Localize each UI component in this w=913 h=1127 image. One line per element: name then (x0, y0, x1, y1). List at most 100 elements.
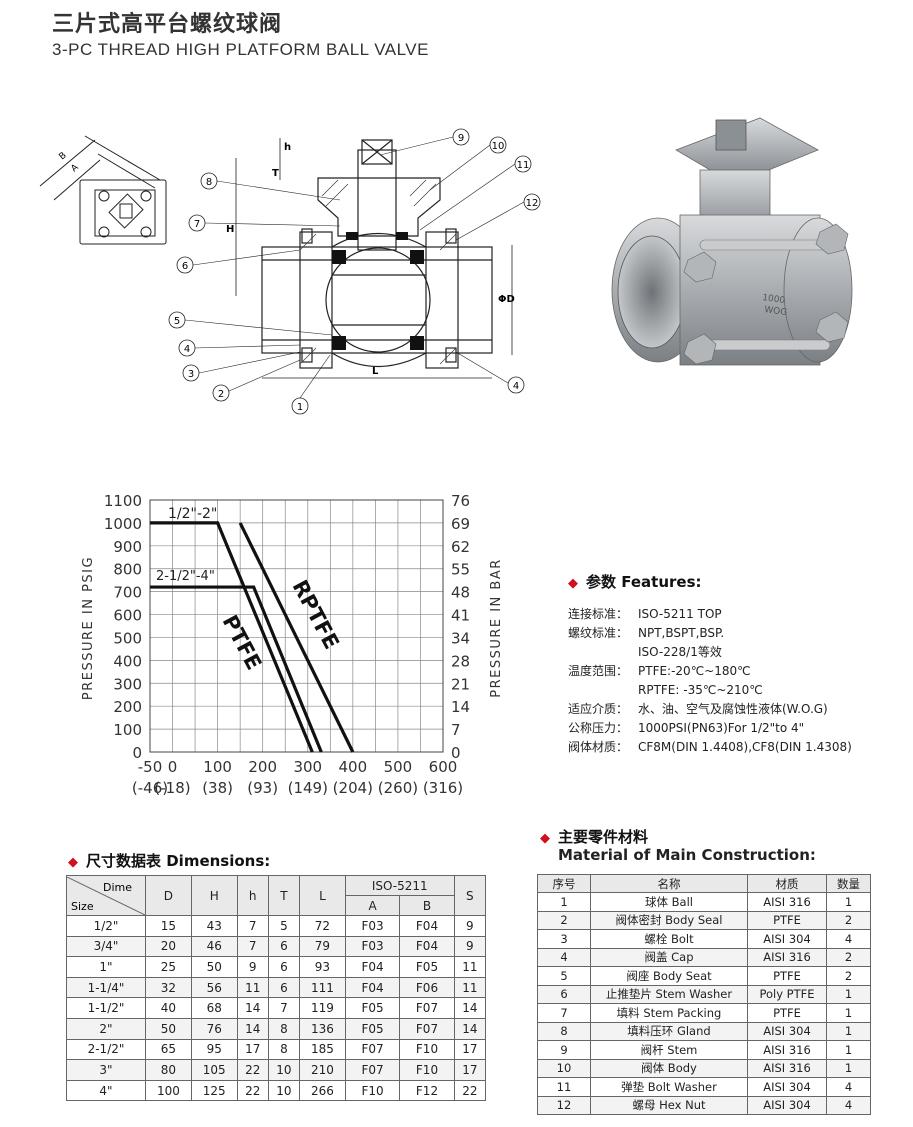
dim-label-h-upper: H (226, 224, 234, 235)
col-header-no: 序号 (537, 874, 591, 893)
chart-tick-f: 0 (168, 758, 178, 776)
chart-ylabel-left: PRESSURE IN PSIG (81, 556, 96, 700)
feature-key: 适应介质： (568, 702, 629, 716)
table-cell: F05 (399, 956, 455, 978)
callout-9: 9 (458, 133, 464, 144)
table-cell: AISI 304 (747, 929, 827, 949)
table-cell: 76 (190, 1017, 238, 1040)
table-cell: 11 (236, 976, 269, 999)
chart-tick-c: (-18) (154, 779, 190, 797)
chart-tick-psig: 500 (113, 629, 142, 647)
feature-value: 1000PSI(PN63)For 1/2"to 4" (638, 721, 805, 735)
corner-top-label: Dime (103, 881, 132, 894)
table-cell: 1/2" (66, 915, 146, 937)
chart-tick-bar: 28 (451, 652, 470, 670)
table-cell: 43 (190, 915, 238, 937)
chart-tick-bar: 0 (451, 744, 461, 762)
valve-photo: 1000 WOG (611, 117, 853, 366)
table-cell: AISI 316 (747, 892, 827, 912)
table-cell: 25 (145, 956, 192, 978)
table-cell: F10 (344, 1079, 401, 1102)
chart-tick-psig: 300 (113, 675, 142, 693)
table-cell: 17 (453, 1059, 487, 1081)
table-cell: 7 (537, 1003, 591, 1023)
feature-row: 适应介质：水、油、空气及腐蚀性液体(W.O.G) (568, 700, 898, 719)
table-cell: 40 (145, 997, 192, 1019)
callout-11: 11 (517, 160, 530, 171)
chart-tick-bar: 21 (451, 675, 470, 693)
feature-row: 公称压力：1000PSI(PN63)For 1/2"to 4" (568, 719, 898, 738)
chart-frame (149, 499, 444, 753)
photo-marking-1000: 1000 (762, 293, 786, 306)
table-cell: 3 (537, 929, 591, 949)
callout-12: 12 (526, 198, 539, 209)
table-cell: 阀体密封 Body Seal (590, 910, 748, 930)
table-cell: 12 (537, 1095, 591, 1115)
feature-key (568, 681, 638, 700)
table-cell: F10 (399, 1038, 455, 1061)
table-cell: 50 (190, 956, 238, 978)
table-cell: 阀杆 Stem (590, 1040, 748, 1060)
table-cell: 15 (145, 915, 192, 937)
table-cell: 4 (537, 947, 591, 967)
table-cell: 填料压环 Gland (590, 1021, 748, 1041)
table-cell: 20 (145, 935, 192, 958)
features-heading: ◆参数 Features: (568, 573, 702, 591)
table-cell: F04 (399, 935, 455, 958)
table-cell: 22 (236, 1079, 269, 1102)
table-cell: 5 (537, 966, 591, 986)
table-cell: 6 (267, 956, 301, 978)
table-cell: 50 (145, 1017, 192, 1040)
table-cell: AISI 304 (747, 1021, 827, 1041)
table-cell: 65 (145, 1038, 192, 1061)
table-cell: 弹垫 Bolt Washer (590, 1077, 748, 1097)
dim-label-phid: ΦD (498, 294, 515, 305)
chart-series-line-ptfe (150, 585, 323, 753)
table-cell: 8 (267, 1017, 301, 1040)
chart-tick-c: (316) (423, 779, 463, 797)
chart-tick-c: (93) (247, 779, 278, 797)
col-header-qty: 数量 (826, 874, 871, 893)
table-cell: 111 (299, 976, 346, 999)
table-cell: 阀盖 Cap (590, 947, 748, 967)
table-cell: 螺母 Hex Nut (590, 1095, 748, 1115)
table-cell: 7 (267, 997, 301, 1019)
table-cell: 1 (826, 1040, 871, 1060)
table-cell: 2 (537, 910, 591, 930)
chart-tick-psig: 700 (113, 584, 142, 602)
section-hatching (299, 179, 457, 365)
table-cell: 螺栓 Bolt (590, 929, 748, 949)
chart-tick-f: -50 (138, 758, 163, 776)
photo-marking-wog: WOG (764, 305, 788, 318)
dim-label-l: L (372, 366, 379, 377)
table-cell: 10 (267, 1059, 301, 1081)
table-cell: 1 (826, 892, 871, 912)
table-cell: 10 (537, 1058, 591, 1078)
callout-10: 10 (492, 141, 505, 152)
table-cell: F07 (399, 997, 455, 1019)
table-cell: 17 (236, 1038, 269, 1061)
table-cell: 68 (190, 997, 238, 1019)
table-cell: F04 (344, 956, 401, 978)
feature-row: RPTFE: -35℃~210℃ (568, 681, 898, 700)
table-cell: 14 (236, 997, 269, 1019)
top-view (39, 135, 167, 245)
col-header-h-upper: H (190, 875, 238, 916)
chart-tick-f: 500 (384, 758, 413, 776)
table-cell: 17 (453, 1038, 487, 1061)
chart-tick-bar: 62 (451, 538, 470, 556)
gasket-fills (332, 232, 424, 350)
callout-group: 1 2 3 4 4 5 6 7 8 9 10 11 12 (168, 128, 541, 415)
